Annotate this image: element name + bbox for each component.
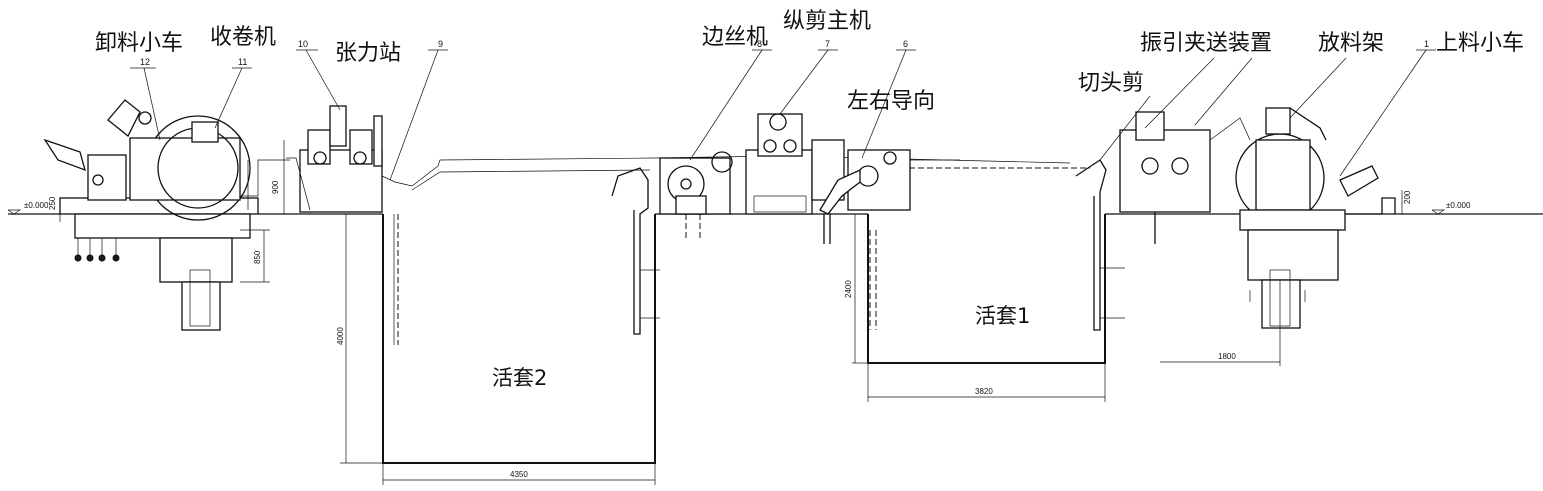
recoiler-height-dim: 900 <box>247 160 280 210</box>
loop1-width-dim: 3820 <box>975 387 993 396</box>
label-scrap-winder: 边丝机 <box>702 25 768 50</box>
station-labels: 卸料小车 收卷机 张力站 边丝机 纵剪主机 左右导向 切头剪 振引夹送装置 放料… <box>95 9 1524 114</box>
loop2-depth-dim: 4000 <box>336 327 345 345</box>
part-number-7: 7 <box>825 39 830 49</box>
part-number-8: 8 <box>757 39 762 49</box>
loop2-label: 活套2 <box>492 366 547 390</box>
label-tension-station: 张力站 <box>335 41 401 66</box>
right-elevation: ±0.000 200 <box>1401 190 1471 215</box>
loop2-width-dim: 4350 <box>510 470 528 479</box>
loop-pit-2: 活套2 4350 4000 <box>336 213 656 485</box>
loop1-depth-dim: 2400 <box>844 280 853 298</box>
label-side-guide: 左右导向 <box>847 89 935 114</box>
elevation-left: ±0.000 <box>24 201 49 210</box>
label-pinch-feed: 振引夹送装置 <box>1140 31 1272 56</box>
part-number-leaders: 12 11 10 9 8 7 6 1 <box>130 39 1436 181</box>
part-number-9: 9 <box>438 39 443 49</box>
dim-unload-pit: 850 <box>253 250 262 264</box>
tension-station-machine <box>283 105 413 214</box>
loop1-label: 活套1 <box>975 304 1030 328</box>
slitter-machine <box>745 113 845 244</box>
elevation-right: ±0.000 <box>1446 201 1471 210</box>
label-uncoiler: 放料架 <box>1318 31 1384 56</box>
loop-pit-1: 活套1 3820 2400 <box>844 214 1106 402</box>
side-guide-machine <box>819 149 960 215</box>
dim-right-floor: 200 <box>1403 190 1412 204</box>
part-number-6: 6 <box>903 39 908 49</box>
pinch-feed-machine <box>1119 111 1251 244</box>
load-car-machine: 1800 <box>1160 165 1379 366</box>
uncoiler-machine <box>1235 107 1346 281</box>
part-number-11: 11 <box>238 57 247 67</box>
unload-car-machine <box>43 99 259 331</box>
part-number-1: 1 <box>1424 39 1429 49</box>
left-elevation: ±0.000 250 <box>7 196 61 222</box>
loop2-exit-guide <box>611 167 660 335</box>
dim-recoiler-height: 900 <box>271 180 280 194</box>
label-load-car: 上料小车 <box>1436 31 1524 56</box>
label-unload-car: 卸料小车 <box>95 31 183 56</box>
part-number-12: 12 <box>140 57 150 67</box>
recoiler-machine <box>129 111 290 221</box>
label-slitter: 纵剪主机 <box>783 9 871 34</box>
uncoiler-offset-dim: 1800 <box>1218 352 1236 361</box>
label-crop-shear: 切头剪 <box>1078 71 1144 96</box>
label-recoiler: 收卷机 <box>210 25 276 50</box>
unload-pit-dim: 850 <box>240 229 270 283</box>
part-number-10: 10 <box>298 39 308 49</box>
dim-left-floor: 250 <box>48 196 57 210</box>
loop1-exit-guide <box>1075 159 1125 331</box>
scrap-winder-machine <box>659 151 733 240</box>
